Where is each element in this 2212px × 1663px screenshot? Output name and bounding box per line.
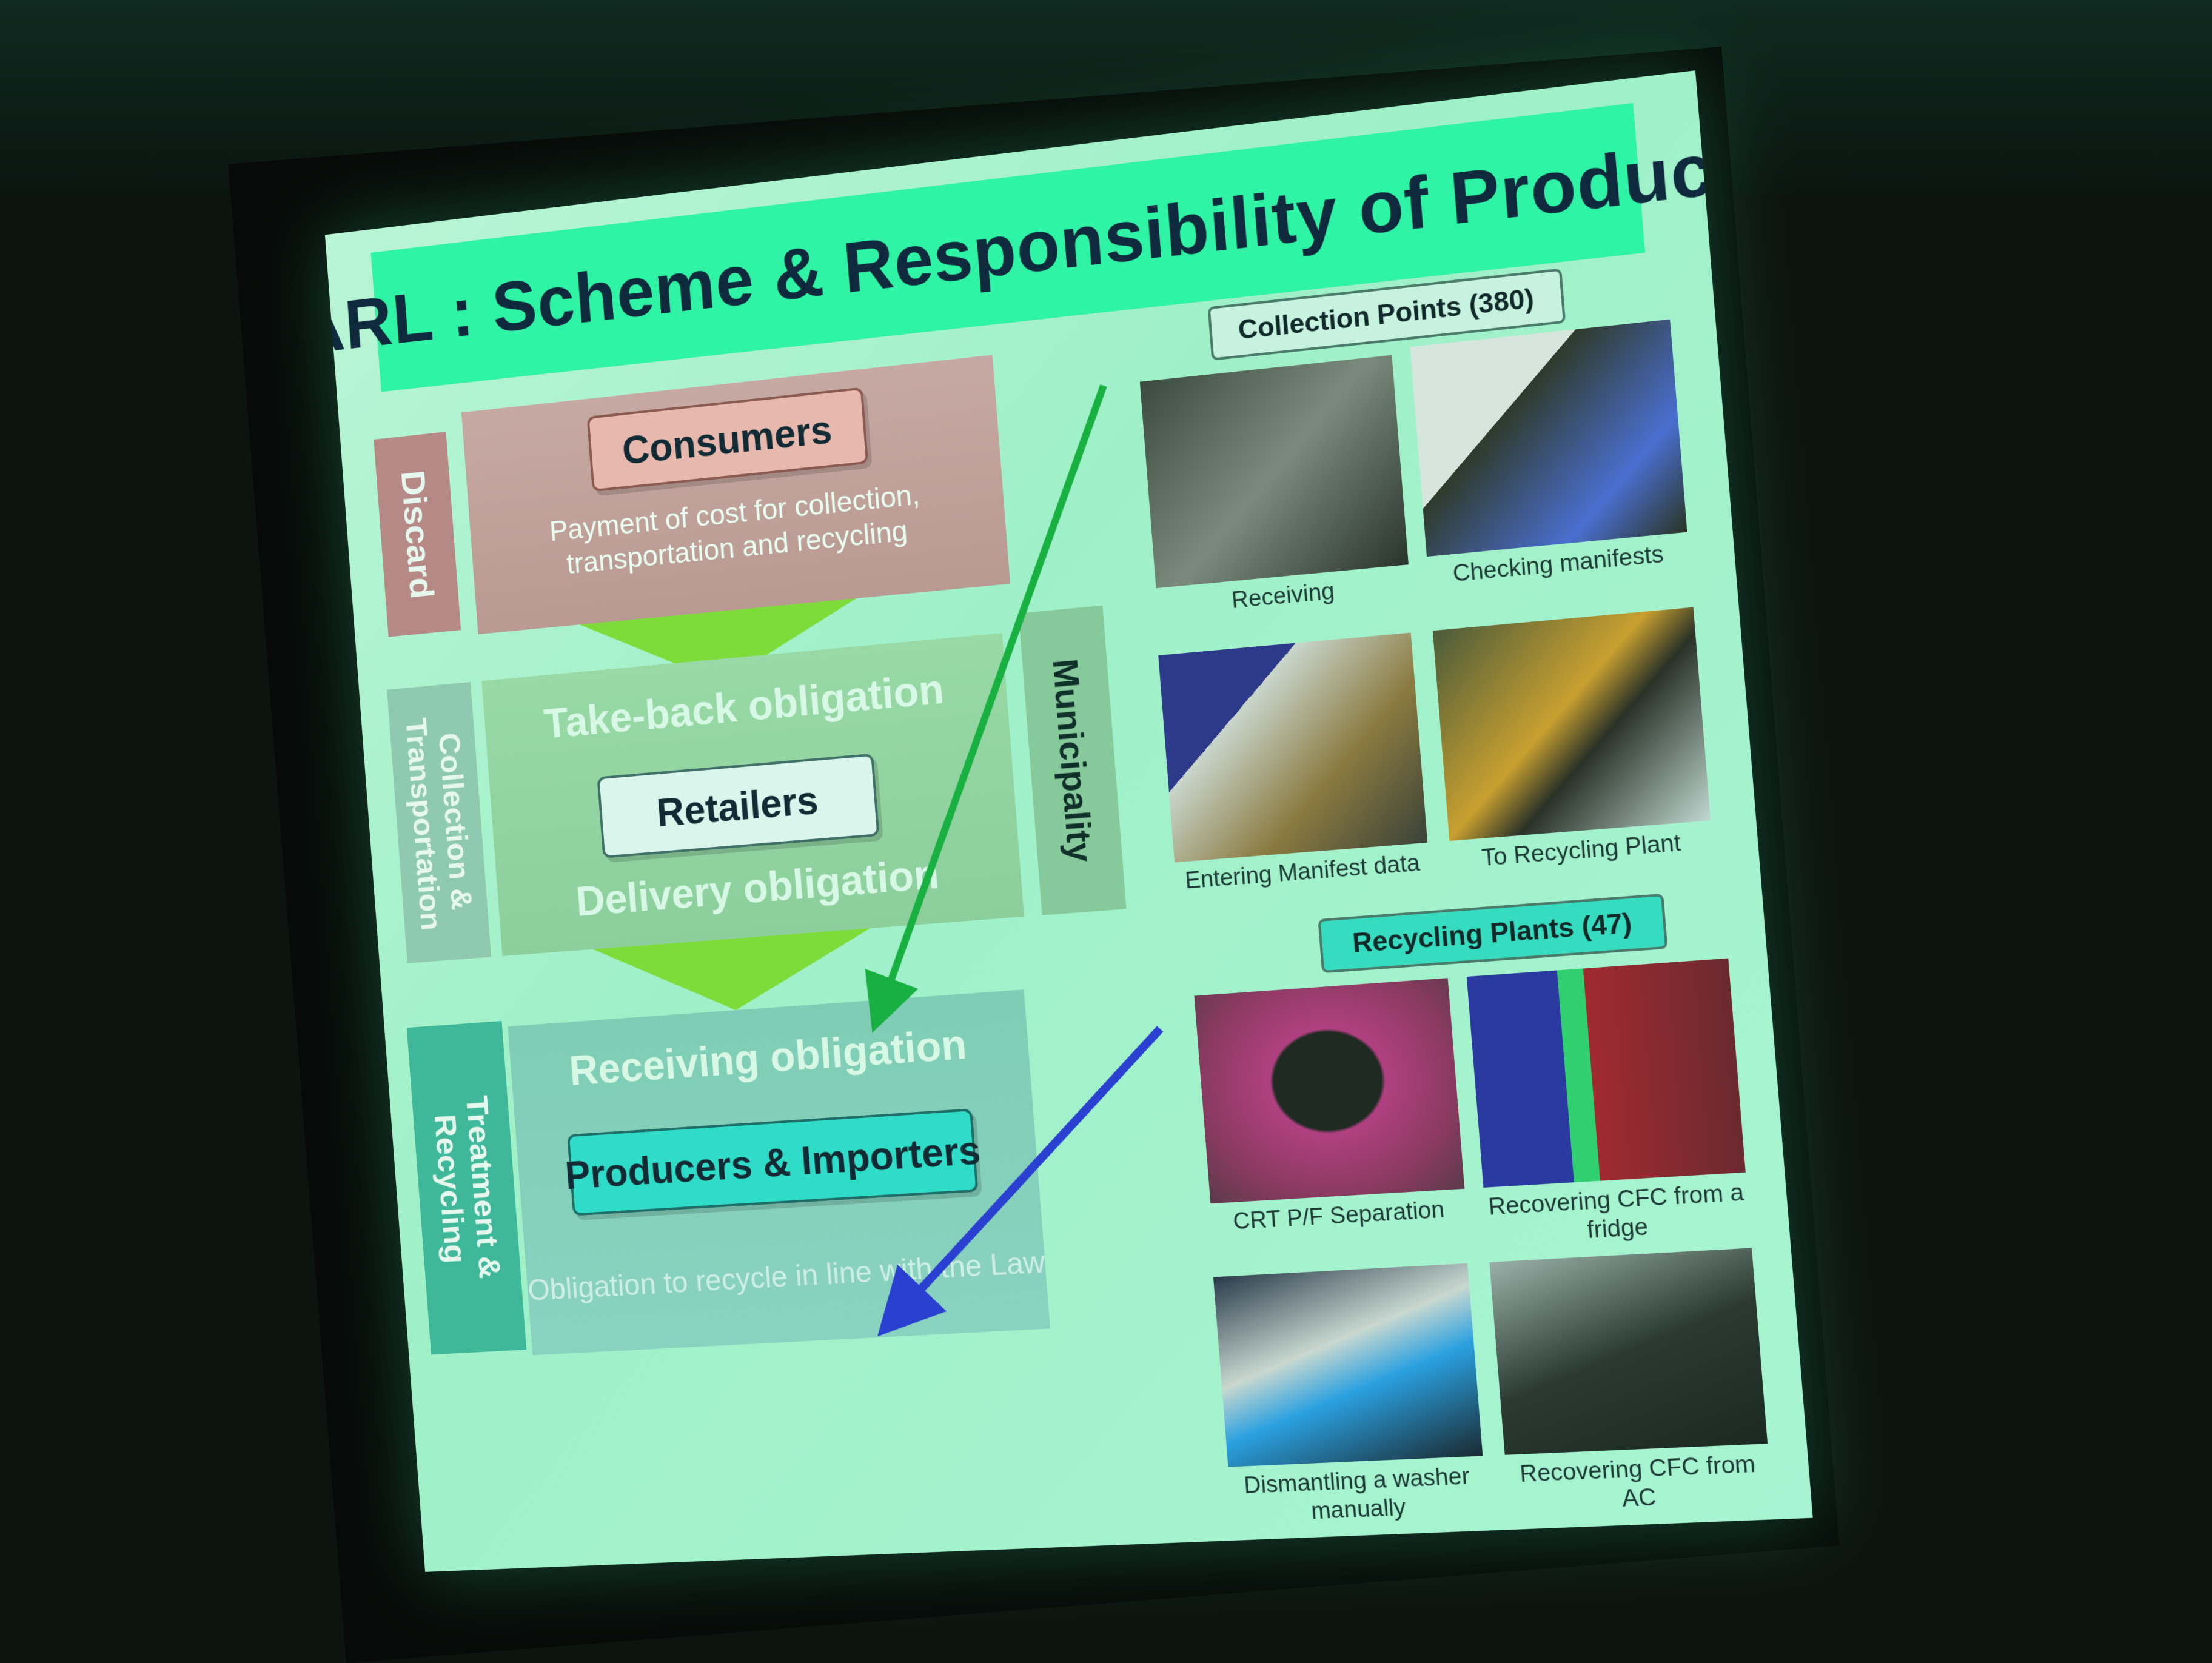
producers-label: Producers & Importers — [567, 1108, 978, 1216]
receiving-obligation: Receiving obligation — [510, 1017, 1030, 1098]
stage-collection: Collection & Transportation — [387, 682, 491, 963]
photo-entering-manifest — [1158, 633, 1427, 863]
consumers-block: Consumers Payment of cost for collection… — [461, 355, 1010, 634]
photo-dismantling-washer — [1213, 1263, 1483, 1467]
photo-cfc-fridge — [1467, 959, 1746, 1188]
delivery-obligation: Delivery obligation — [497, 844, 1022, 931]
photo-receiving — [1140, 355, 1409, 589]
retailers-block: Take-back obligation Retailers Delivery … — [481, 633, 1024, 956]
recycling-plants-label: Recycling Plants (47) — [1318, 894, 1667, 973]
producers-block: Receiving obligation Producers & Importe… — [508, 989, 1050, 1355]
caption-dismantling-washer: Dismantling a washer manually — [1228, 1462, 1487, 1529]
stage-discard: Discard — [374, 432, 461, 637]
municipality-label: Municipality — [1019, 606, 1127, 915]
caption-crt-separation: CRT P/F Separation — [1211, 1195, 1467, 1237]
photo-crt-separation — [1194, 978, 1464, 1203]
consumers-label: Consumers — [587, 387, 869, 492]
consumers-note: Payment of cost for collection, transpor… — [503, 473, 971, 587]
photo-to-recycling-plant — [1433, 607, 1711, 841]
recycle-obligation: Obligation to recycle in line with the L… — [526, 1243, 1047, 1308]
caption-cfc-ac: Recovering CFC from AC — [1506, 1450, 1773, 1518]
caption-cfc-fridge: Recovering CFC from a fridge — [1484, 1179, 1751, 1250]
stage-treatment: Treatment & Recycling — [407, 1021, 527, 1354]
retailers-label: Retailers — [597, 754, 879, 858]
projected-slide: HARL : Scheme & Responsibility of Produc… — [325, 70, 1813, 1572]
photo-checking-manifests — [1410, 320, 1687, 557]
photo-cfc-ac — [1489, 1248, 1768, 1454]
take-back-obligation: Take-back obligation — [484, 660, 1008, 752]
